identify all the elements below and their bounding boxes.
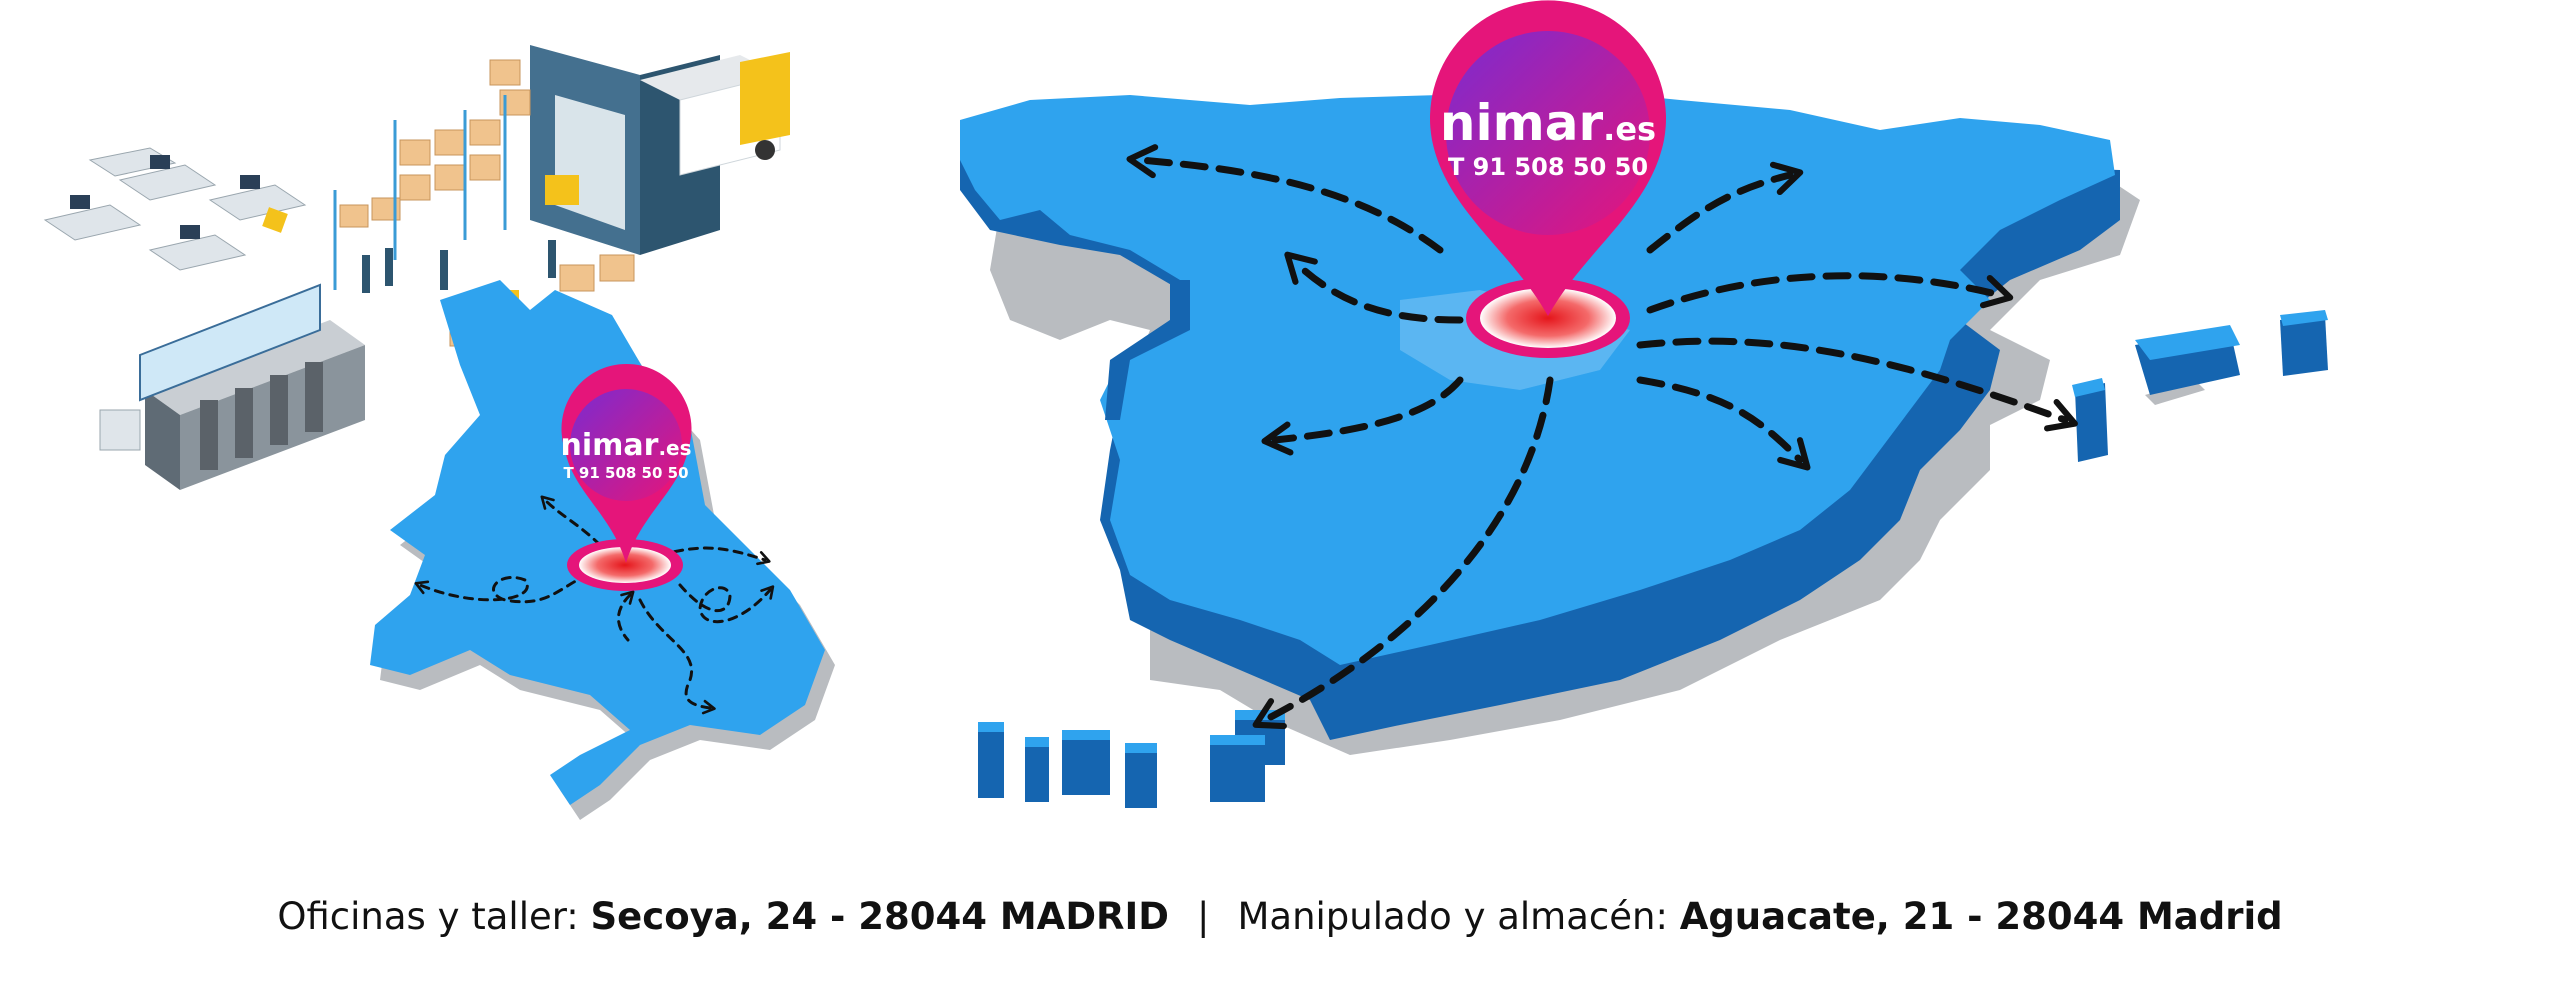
pin-small-suffix: .es	[658, 436, 691, 460]
balearic-islands	[2072, 310, 2328, 462]
pin-small-brand: nimar	[560, 428, 658, 463]
offices-label: Oficinas y taller:	[277, 895, 591, 938]
caption-separator: |	[1197, 895, 1210, 938]
address-caption: Oficinas y taller: Secoya, 24 - 28044 MA…	[0, 895, 2560, 938]
pin-large-brand: nimar	[1440, 94, 1604, 152]
pin-large-suffix: .es	[1603, 110, 1656, 148]
illustration: nimar.es T 91 508 50 50	[43, 0, 2328, 820]
warehouse-illustration	[43, 45, 790, 490]
location-pin-large: nimar.es T 91 508 50 50	[1430, 0, 1666, 358]
offices-address: Secoya, 24 - 28044 MADRID	[590, 895, 1169, 938]
madrid-region-map: nimar.es T 91 508 50 50	[370, 280, 835, 820]
svg-text:nimar.es: nimar.es	[560, 428, 691, 463]
spain-map: nimar.es T 91 508 50 50	[960, 0, 2328, 808]
pin-large-phone: T 91 508 50 50	[1448, 153, 1648, 181]
svg-text:nimar.es: nimar.es	[1440, 94, 1656, 152]
warehouse-label: Manipulado y almacén:	[1237, 895, 1680, 938]
location-pin-small: nimar.es T 91 508 50 50	[560, 363, 692, 591]
pin-small-phone: T 91 508 50 50	[563, 464, 688, 482]
canary-islands	[978, 710, 1285, 808]
warehouse-address: Aguacate, 21 - 28044 Madrid	[1679, 895, 2283, 938]
